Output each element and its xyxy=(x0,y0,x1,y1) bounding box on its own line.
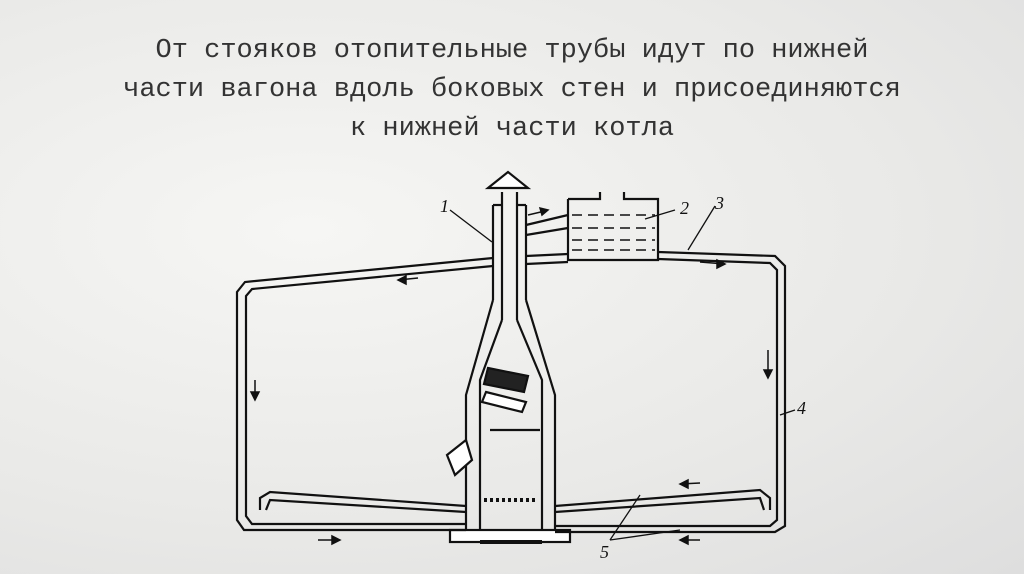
label-3: 3 xyxy=(714,193,724,213)
label-4: 4 xyxy=(797,398,806,418)
title-line-3: к нижней части котла xyxy=(349,114,675,144)
leader-lines xyxy=(449,205,796,541)
title-line-2: части вагона вдоль боковых стен и присое… xyxy=(123,75,901,105)
boiler xyxy=(445,299,572,544)
label-2: 2 xyxy=(680,198,689,218)
flow-arrows xyxy=(249,206,774,546)
chimney-cap xyxy=(484,170,532,190)
upper-pipes xyxy=(235,250,787,534)
label-5: 5 xyxy=(600,542,609,562)
expansion-tank xyxy=(525,192,660,262)
slide-title: От стояков отопительные трубы идут по ни… xyxy=(0,32,1024,149)
title-line-1: От стояков отопительные трубы идут по ни… xyxy=(155,36,869,66)
radiator-pipes xyxy=(258,488,772,514)
label-1: 1 xyxy=(440,196,449,216)
chimney xyxy=(491,192,528,320)
